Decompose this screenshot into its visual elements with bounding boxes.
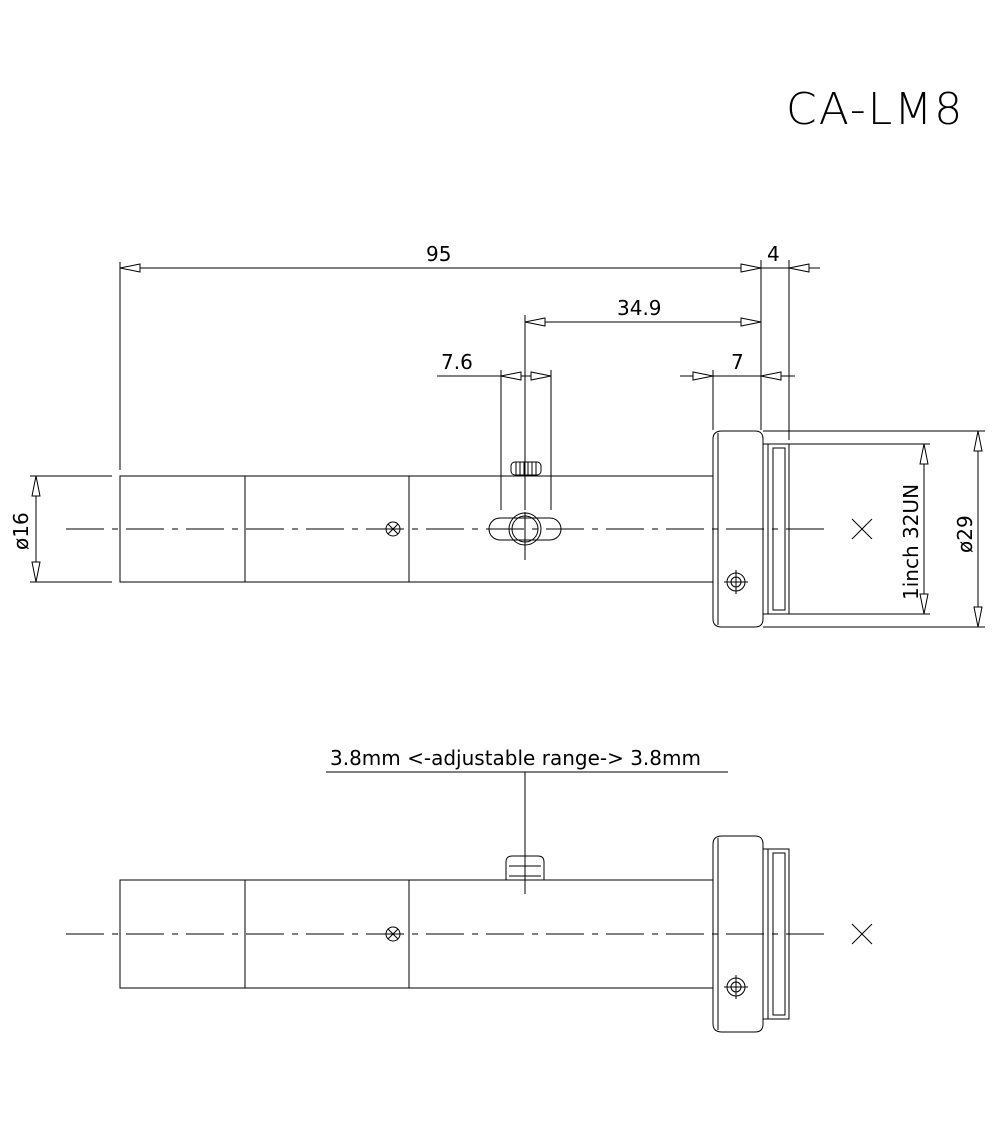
dim-flange-width: 4	[761, 242, 820, 440]
dim-4-label: 4	[767, 242, 780, 266]
dim-7-6-label: 7.6	[441, 350, 473, 374]
adjusting-screw	[488, 512, 562, 560]
axis-end-mark	[851, 518, 873, 540]
dim-ring-width: 7	[680, 350, 795, 430]
dim-screw-to-flange: 34.9	[524, 296, 762, 510]
dim-7-label: 7	[731, 350, 744, 374]
dim-thread-label: 1inch 32UN	[899, 484, 923, 600]
side-axis-end-mark	[851, 923, 873, 945]
dim-95-label: 95	[426, 242, 451, 266]
dim-slot-width: 7.6	[437, 350, 552, 510]
dim-34-9-label: 34.9	[617, 296, 662, 320]
dim-thread-spec: 1inch 32UN	[789, 443, 930, 615]
dim-overall-length: 95	[119, 242, 762, 470]
dim-o29-label: ø29	[953, 515, 977, 553]
set-screw-marker	[385, 521, 401, 537]
drawing-title: CA-LM8	[786, 84, 964, 135]
dim-ring-diameter: ø29	[763, 430, 985, 628]
mount-ring	[712, 430, 790, 628]
adjustable-range-note: 3.8mm <-adjustable range-> 3.8mm	[326, 746, 728, 894]
side-set-screw-marker	[385, 926, 401, 942]
side-mount-ring	[712, 835, 790, 1033]
side-view: 3.8mm <-adjustable range-> 3.8mm	[66, 746, 873, 1033]
dim-o16-label: ø16	[9, 512, 33, 550]
knurled-knob	[510, 461, 542, 476]
dim-tube-diameter: ø16	[9, 475, 112, 583]
top-view: 95 4 34.9 7.6	[9, 242, 985, 628]
adjustable-range-label: 3.8mm <-adjustable range-> 3.8mm	[330, 746, 701, 770]
